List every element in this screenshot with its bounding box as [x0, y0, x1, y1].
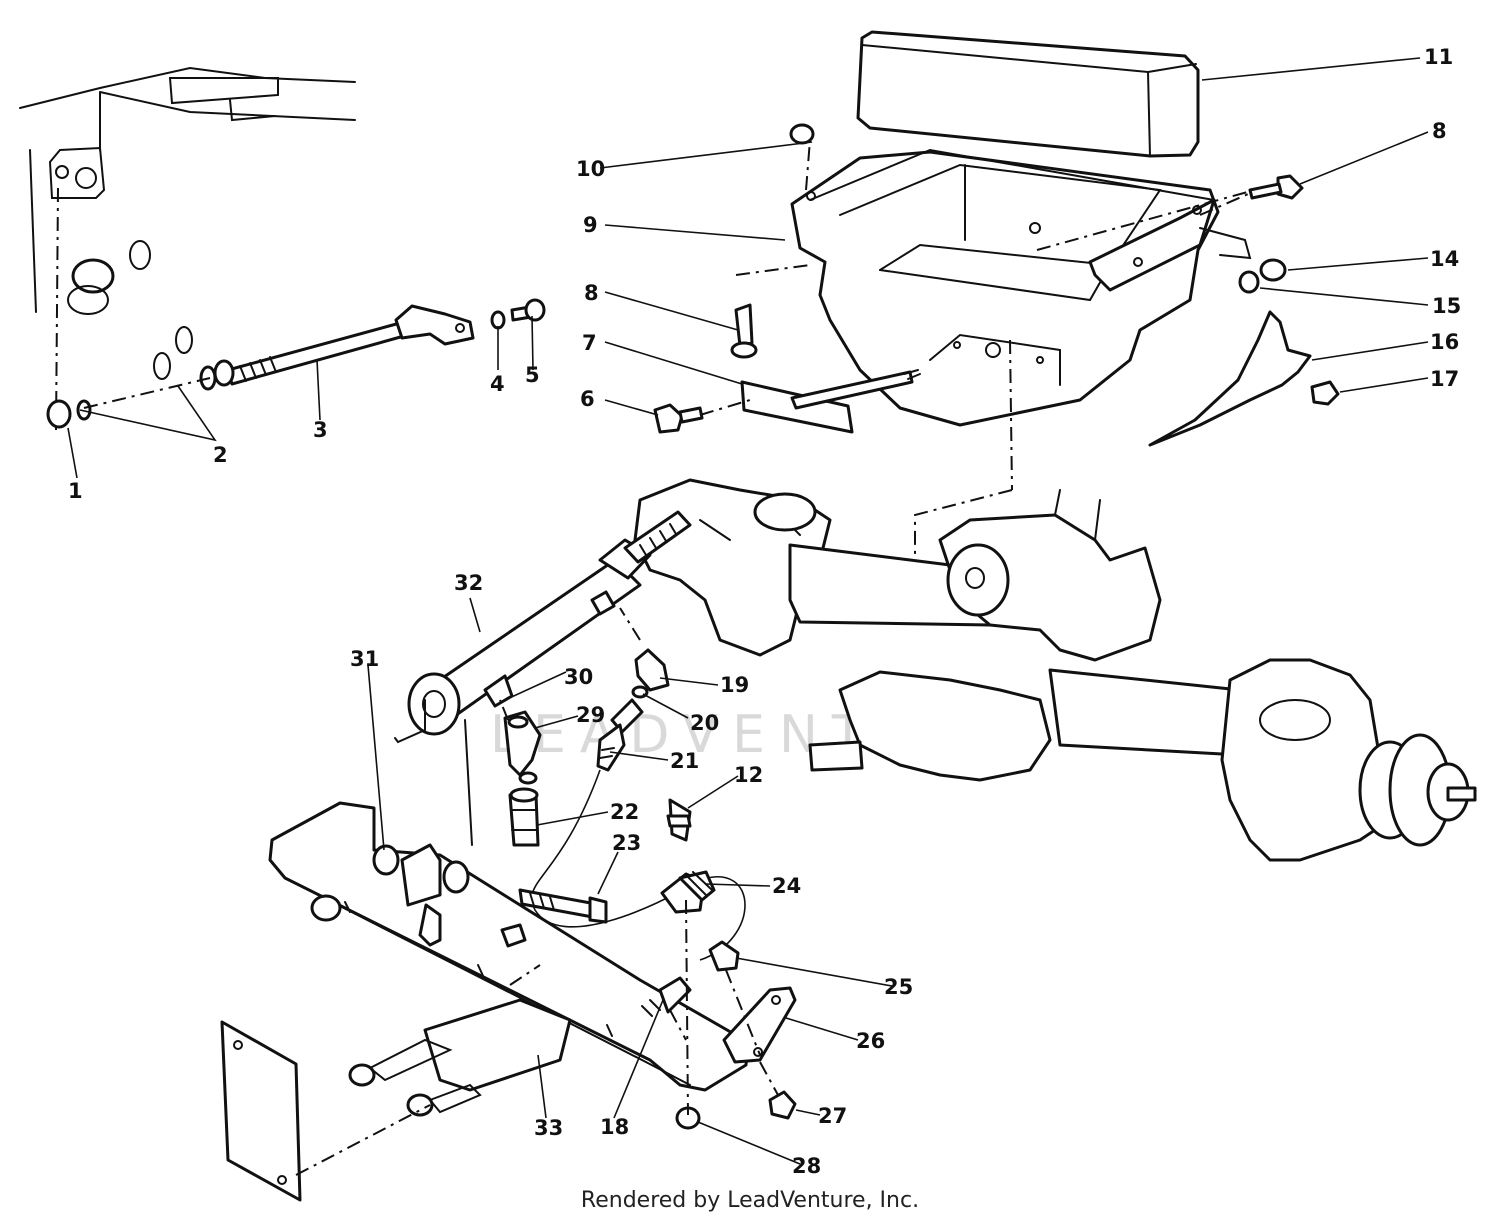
lift-bracket	[268, 699, 797, 1130]
seat-cushion	[856, 30, 1200, 158]
callout-28: 28	[792, 1154, 821, 1178]
callout-22: 22	[610, 800, 639, 824]
callout-17: 17	[1430, 367, 1459, 391]
callout-3: 3	[313, 418, 328, 442]
seat-hardware	[653, 123, 1340, 447]
seat-pan	[735, 139, 1263, 600]
hose-assembly	[220, 964, 572, 1202]
callout-19: 19	[720, 673, 749, 697]
leader-lines	[67, 57, 1429, 1165]
callout-32: 32	[454, 571, 483, 595]
callout-24: 24	[772, 874, 801, 898]
transaxle	[633, 478, 1477, 862]
callout-25: 25	[884, 975, 913, 999]
callout-33: 33	[534, 1116, 563, 1140]
callout-15: 15	[1432, 294, 1461, 318]
callout-8-left: 8	[584, 281, 599, 305]
callout-7: 7	[582, 331, 597, 355]
footer-credit: Rendered by LeadVenture, Inc.	[580, 1188, 920, 1213]
callout-21: 21	[670, 749, 699, 773]
callout-6: 6	[580, 387, 595, 411]
callout-1: 1	[68, 479, 83, 503]
callout-27: 27	[818, 1104, 847, 1128]
callout-31: 31	[350, 647, 379, 671]
callout-9: 9	[583, 213, 598, 237]
frame-corner	[19, 66, 356, 431]
callout-23: 23	[612, 831, 641, 855]
callout-29: 29	[576, 703, 605, 727]
hydraulic-fittings	[499, 607, 746, 961]
callout-14: 14	[1430, 247, 1459, 271]
callout-5: 5	[525, 363, 540, 387]
callout-2: 2	[213, 443, 228, 467]
callout-4: 4	[490, 372, 505, 396]
callout-30: 30	[564, 665, 593, 689]
callout-18: 18	[600, 1115, 629, 1139]
callout-8-right: 8	[1432, 119, 1447, 143]
rod-assembly	[46, 298, 546, 429]
callout-20: 20	[690, 711, 719, 735]
callout-labels: 1 2 3 4 5 6 7 8 8 9 10 11 12 14 15 16 17…	[68, 45, 1461, 1178]
callout-12: 12	[734, 763, 763, 787]
callout-10: 10	[576, 157, 605, 181]
hydraulic-cylinder	[407, 510, 692, 736]
callout-16: 16	[1430, 330, 1459, 354]
callout-11: 11	[1424, 45, 1453, 69]
callout-26: 26	[856, 1029, 885, 1053]
